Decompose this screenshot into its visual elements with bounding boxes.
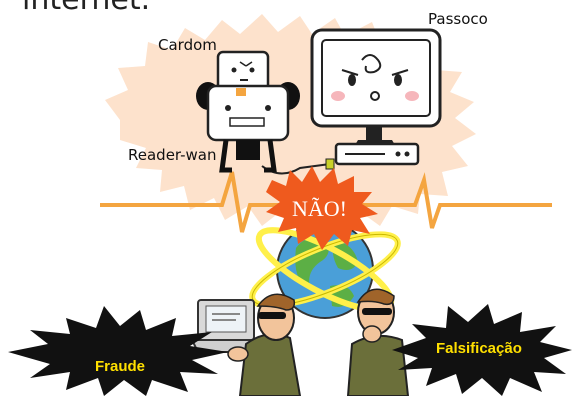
fraude-label: Fraude bbox=[95, 358, 146, 375]
computer-base bbox=[334, 142, 420, 166]
warning-burst bbox=[266, 166, 378, 250]
hacker-left bbox=[190, 293, 302, 396]
falsificacao-label: Falsificação bbox=[436, 340, 522, 357]
warning-text: NÃO! bbox=[292, 196, 347, 221]
hacker-right bbox=[346, 288, 410, 396]
cardom-label: Cardom bbox=[158, 36, 217, 54]
reader-wan bbox=[196, 82, 300, 173]
passoco-monitor bbox=[310, 28, 442, 150]
heading-text: internet. bbox=[22, 0, 150, 17]
passoco-label: Passoco bbox=[428, 10, 488, 28]
falsificacao-burst bbox=[392, 304, 572, 396]
globe bbox=[249, 221, 401, 319]
fraude-burst bbox=[8, 306, 228, 396]
reader-wan-label: Reader-wan bbox=[128, 146, 217, 164]
